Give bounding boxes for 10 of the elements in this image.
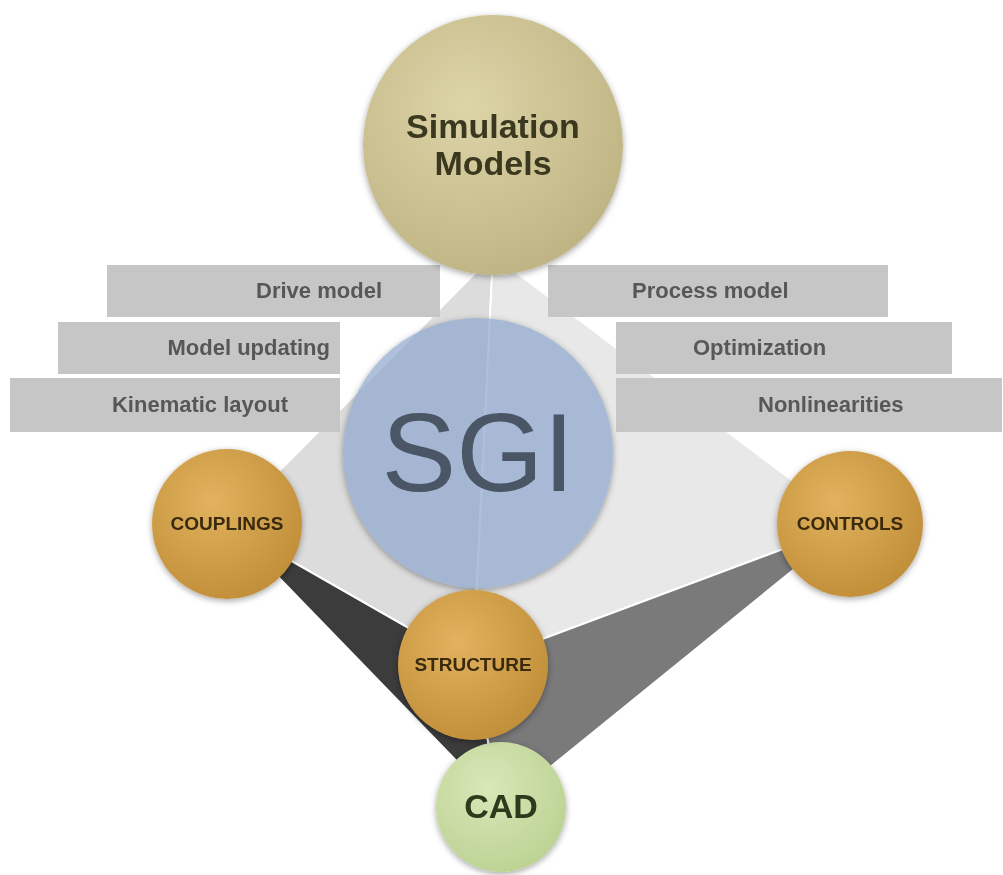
label-bar: Optimization <box>616 322 952 374</box>
label-bar: Nonlinearities <box>616 378 1002 432</box>
label-bar: Model updating <box>58 322 340 374</box>
circle-node: CONTROLS <box>777 451 923 597</box>
label-bar: Drive model <box>107 265 440 317</box>
circle-node: CAD <box>436 742 566 872</box>
circle-node: Simulation Models <box>363 15 623 275</box>
label-bar: Kinematic layout <box>10 378 340 432</box>
circle-node: COUPLINGS <box>152 449 302 599</box>
label-bar: Process model <box>548 265 888 317</box>
